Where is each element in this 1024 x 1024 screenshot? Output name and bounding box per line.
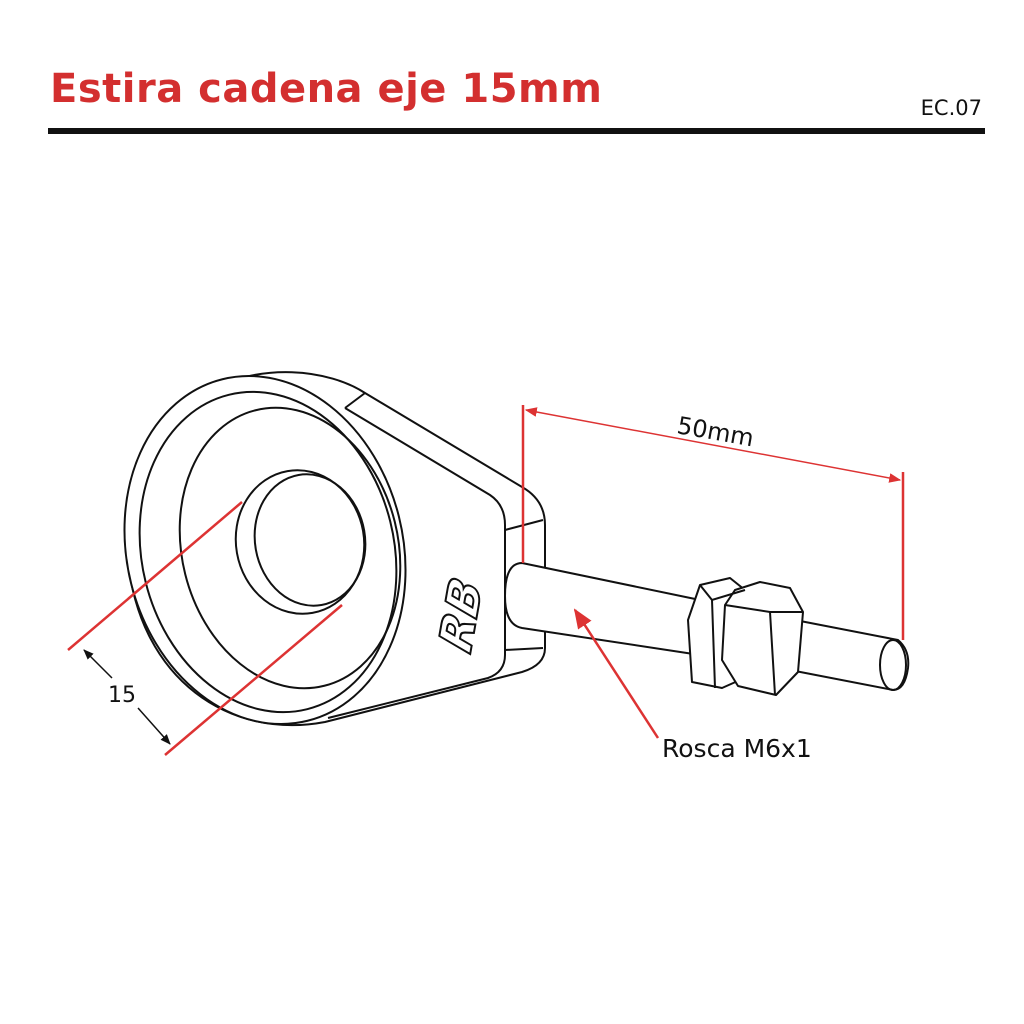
dimension-15: 15 xyxy=(67,501,343,756)
thread-label: Rosca M6x1 xyxy=(662,734,812,763)
thread-callout: Rosca M6x1 xyxy=(573,608,812,763)
product-code: EC.07 xyxy=(920,96,982,120)
title-divider xyxy=(48,128,985,134)
page-title: Estira cadena eje 15mm xyxy=(50,66,603,112)
adjust-nut xyxy=(721,581,804,696)
adjuster-body: RB xyxy=(123,371,546,727)
threaded-rod xyxy=(504,562,910,696)
dimension-hole-label: 15 xyxy=(108,683,136,708)
